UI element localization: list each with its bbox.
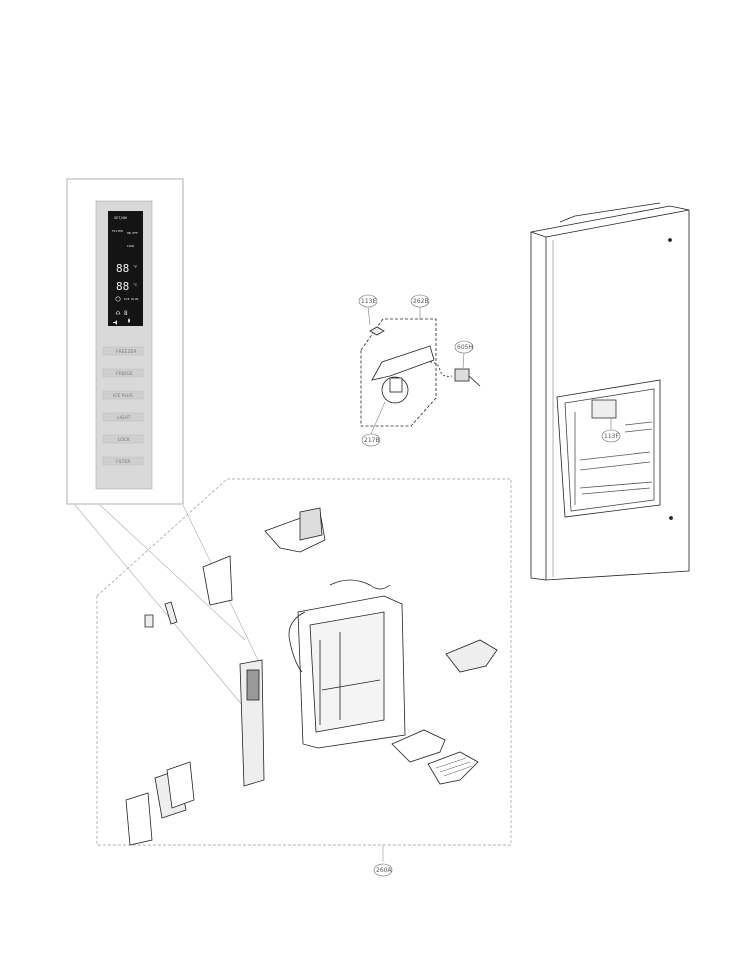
- lcd-temp-freezer: 88: [116, 262, 129, 275]
- damper-assembly: [360, 318, 481, 427]
- panel-button-light[interactable]: LIGHT: [102, 412, 144, 422]
- panel-button-lock[interactable]: LOCK: [102, 434, 144, 444]
- panel-buttons: FREEZER FRIDGE ICE PLUS LIGHT LOCK FILTE…: [102, 346, 144, 466]
- panel-button-fridge[interactable]: FRIDGE: [102, 368, 144, 378]
- callout-113f: 113F: [601, 418, 621, 443]
- connector-605h-icon: [454, 368, 470, 382]
- svg-text:217B: 217B: [364, 437, 380, 444]
- dispenser-lever-icon: [591, 399, 617, 419]
- svg-text:605H: 605H: [457, 344, 473, 351]
- panel-button-freezer[interactable]: FREEZER: [102, 346, 144, 356]
- lcd-ice-plus-label: ICE PLUS: [124, 297, 139, 301]
- panel-button-label: LOCK: [118, 437, 131, 443]
- dispenser-parts: [125, 507, 498, 846]
- lcd-temp-fridge: 88: [116, 280, 129, 293]
- speaker-icon: [113, 320, 117, 325]
- svg-text:113E: 113E: [361, 298, 376, 305]
- ice-plus-icon: [115, 296, 121, 302]
- callout-605h: 605H: [454, 340, 474, 369]
- lcd-unit-f: °F: [133, 265, 137, 269]
- door-screw-top-icon: [668, 238, 672, 242]
- svg-text:262B: 262B: [413, 298, 429, 305]
- door-screw-bottom-icon: [669, 516, 673, 520]
- strip-display-icon: [246, 669, 260, 701]
- lcd-setup-label: SET/ON: [114, 216, 127, 220]
- callout-260a: 260A: [373, 863, 392, 877]
- callout-113e: 113E: [358, 294, 378, 326]
- dispenser-assembly-outline: [96, 478, 512, 846]
- lcd-onoff-label: ON OFF: [127, 231, 138, 235]
- refrigerator-door: [530, 202, 690, 581]
- control-panel-detail: SET/ON FILTER ON OFF LOCK 88 °F 88 °C IC…: [66, 178, 259, 707]
- callout-217b: 217B: [361, 401, 386, 447]
- panel-button-label: FILTER: [116, 459, 131, 465]
- panel-button-label: FRIDGE: [116, 371, 133, 377]
- lcd-lock-label: LOCK: [127, 244, 134, 248]
- panel-button-ice-plus[interactable]: ICE PLUS: [102, 390, 144, 400]
- lcd-display: SET/ON FILTER ON OFF LOCK 88 °F 88 °C IC…: [108, 211, 143, 326]
- panel-button-label: LIGHT: [117, 415, 131, 421]
- panel-button-label: FREEZER: [116, 349, 136, 355]
- callout-262b: 262B: [410, 294, 430, 320]
- lcd-unit-c: °C: [133, 283, 137, 287]
- svg-text:260A: 260A: [376, 867, 392, 874]
- lcd-filter-label: FILTER: [112, 229, 123, 233]
- drop-icon: [128, 318, 130, 323]
- panel-button-filter[interactable]: FILTER: [102, 456, 144, 466]
- lcd-small-digit: 8: [124, 310, 128, 317]
- bell-icon: [115, 310, 121, 315]
- svg-text:113F: 113F: [604, 433, 619, 440]
- panel-button-label: ICE PLUS: [113, 393, 133, 399]
